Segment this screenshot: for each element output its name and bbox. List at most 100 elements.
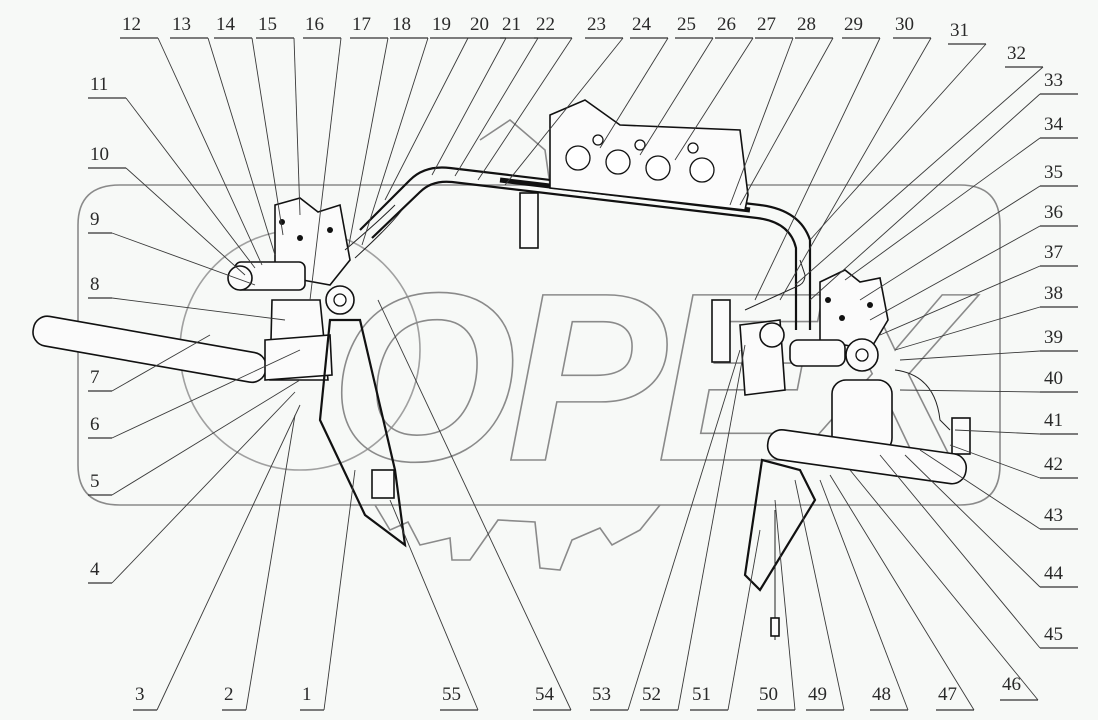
callout-9: 9 (90, 209, 100, 230)
leader-line (251, 37, 284, 236)
callout-8: 8 (90, 274, 100, 295)
left-suspension-assembly (32, 197, 407, 548)
callout-28: 28 (797, 14, 816, 35)
callout-50: 50 (759, 684, 778, 705)
leader-line (389, 499, 479, 711)
callout-24: 24 (632, 14, 652, 35)
leader-line (894, 306, 1041, 351)
callout-39: 39 (1044, 327, 1063, 348)
callout-25: 25 (677, 14, 696, 35)
callout-29: 29 (844, 14, 863, 35)
callout-15: 15 (258, 14, 277, 35)
center-bracket-plate (549, 99, 749, 211)
callout-33: 33 (1044, 70, 1063, 91)
callout-38: 38 (1044, 283, 1063, 304)
callout-20: 20 (470, 14, 489, 35)
callout-34: 34 (1044, 114, 1064, 135)
leader-line (754, 37, 881, 301)
callout-54: 54 (535, 684, 555, 705)
leader-line (111, 379, 301, 496)
callout-45: 45 (1044, 624, 1063, 645)
leader-line (384, 37, 469, 201)
leader-line (779, 37, 932, 301)
leader-line (844, 137, 1041, 281)
leader-line (809, 43, 987, 241)
callout-51: 51 (692, 684, 711, 705)
callout-2: 2 (224, 684, 234, 705)
callout-49: 49 (808, 684, 827, 705)
leader-line (504, 37, 624, 186)
leader-line (809, 93, 1041, 301)
leader-line (739, 37, 834, 206)
callout-46: 46 (1002, 674, 1021, 695)
leader-line (849, 469, 1039, 701)
callout-4: 4 (90, 559, 100, 580)
callout-31: 31 (950, 20, 969, 41)
leader-line (774, 499, 796, 711)
leader-line (207, 37, 276, 256)
callout-21: 21 (502, 14, 521, 35)
callout-48: 48 (872, 684, 891, 705)
callout-11: 11 (90, 74, 108, 95)
callout-52: 52 (642, 684, 661, 705)
leader-line (677, 344, 746, 711)
leader-line (879, 454, 1041, 649)
leader-line (454, 37, 539, 177)
leader-line (156, 404, 301, 711)
callout-43: 43 (1044, 505, 1063, 526)
leader-line (293, 37, 301, 216)
leader-line (869, 225, 1041, 321)
leader-line (157, 37, 263, 266)
callout-44: 44 (1044, 563, 1064, 584)
callout-12: 12 (122, 14, 141, 35)
callout-47: 47 (938, 684, 957, 705)
callout-30: 30 (895, 14, 914, 35)
right-suspension-assembly (711, 259, 971, 640)
callout-7: 7 (90, 367, 100, 388)
leader-line (639, 37, 714, 156)
callout-37: 37 (1044, 242, 1063, 263)
callout-13: 13 (172, 14, 191, 35)
callout-1: 1 (302, 684, 312, 705)
leader-line (919, 449, 1041, 530)
leader-line (347, 37, 389, 251)
callout-40: 40 (1044, 368, 1063, 389)
leader-line (431, 37, 507, 176)
leader-line (954, 429, 1041, 435)
callout-26: 26 (717, 14, 736, 35)
callout-6: 6 (90, 414, 100, 435)
callout-42: 42 (1044, 454, 1063, 475)
callout-14: 14 (216, 14, 236, 35)
leader-line (125, 97, 256, 269)
callout-41: 41 (1044, 410, 1063, 431)
callout-23: 23 (587, 14, 606, 35)
leader-line (674, 37, 754, 161)
callout-5: 5 (90, 471, 100, 492)
leader-line (904, 454, 1041, 588)
leader-line (899, 350, 1041, 361)
leader-line (727, 529, 761, 711)
leader-line (245, 414, 296, 711)
callout-35: 35 (1044, 162, 1063, 183)
callout-17: 17 (352, 14, 371, 35)
leader-line (794, 66, 1044, 286)
leader-line (829, 474, 975, 711)
leader-line (111, 349, 301, 439)
leader-line (111, 334, 211, 392)
callout-3: 3 (135, 684, 145, 705)
leader-line (794, 479, 845, 711)
leader-line (377, 299, 572, 711)
leader-line (879, 265, 1041, 336)
leader-line (477, 37, 573, 181)
leader-line (859, 185, 1041, 301)
callout-22: 22 (536, 14, 555, 35)
leader-line (309, 37, 342, 301)
leader-line (599, 37, 669, 149)
callout-16: 16 (305, 14, 324, 35)
callout-18: 18 (392, 14, 411, 35)
leader-line (323, 469, 356, 711)
leader-line (899, 389, 1041, 393)
callout-32: 32 (1007, 43, 1026, 64)
